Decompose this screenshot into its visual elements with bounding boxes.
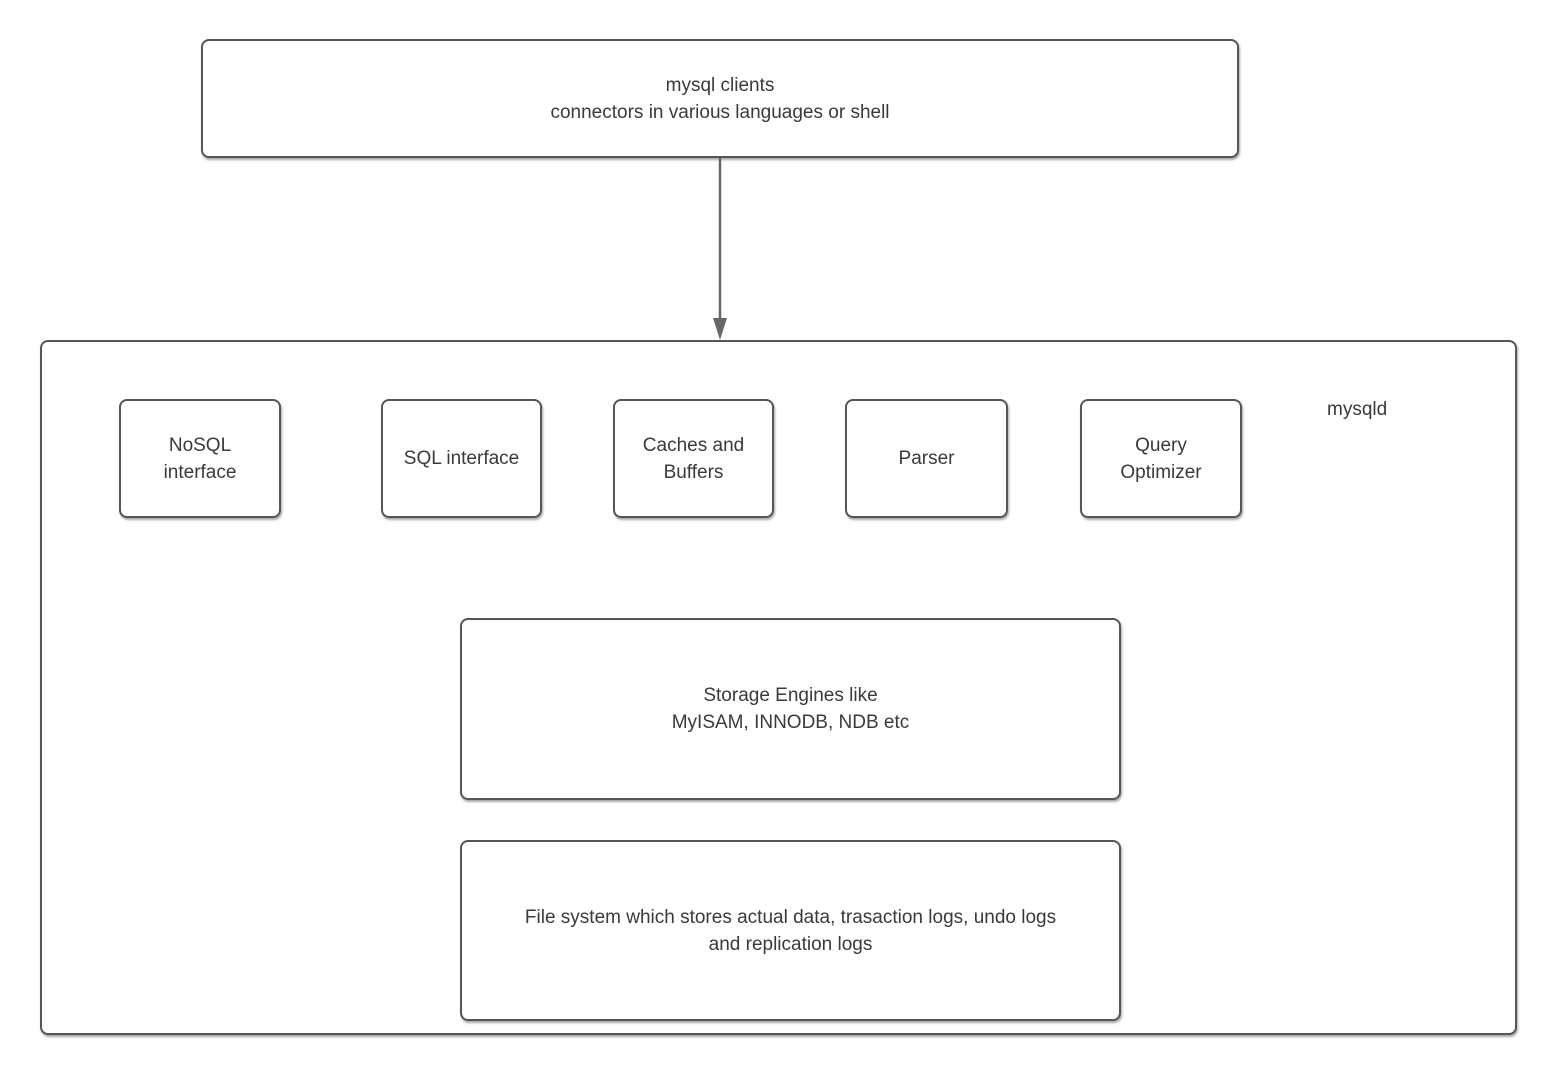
file-system-label-line2: and replication logs: [708, 933, 873, 955]
file-system-box: File system which stores actual data, tr…: [460, 840, 1121, 1021]
component-box-sql-interface: SQL interface: [381, 399, 542, 518]
file-system-label-line1: File system which stores actual data, tr…: [524, 906, 1057, 928]
mysqld-label: mysqld: [1327, 399, 1388, 420]
mysql-clients-box: mysql clients connectors in various lang…: [201, 39, 1239, 158]
storage-engines-label-line1: Storage Engines like: [703, 685, 878, 706]
component-box-query-optimizer: Query Optimizer: [1080, 399, 1242, 518]
storage-engines-label-line2: MyISAM, INNODB, NDB etc: [671, 712, 910, 733]
storage-engines-box: Storage Engines like MyISAM, INNODB, NDB…: [460, 618, 1121, 800]
component-box-caches-and-buffers: Caches and Buffers: [613, 399, 774, 518]
clients-to-mysqld-arrow-icon: [713, 158, 727, 340]
component-box-parser: Parser: [845, 399, 1008, 518]
mysql-clients-label-line2: connectors in various languages or shell: [550, 101, 890, 123]
component-label: NoSQL interface: [163, 434, 237, 483]
component-label: Query Optimizer: [1120, 434, 1202, 483]
component-label: Parser: [898, 448, 955, 469]
component-label: SQL interface: [403, 448, 520, 469]
mysql-clients-label-line1: mysql clients: [665, 74, 775, 96]
component-box-nosql-interface: NoSQL interface: [119, 399, 281, 518]
component-label: Caches and Buffers: [642, 434, 745, 483]
